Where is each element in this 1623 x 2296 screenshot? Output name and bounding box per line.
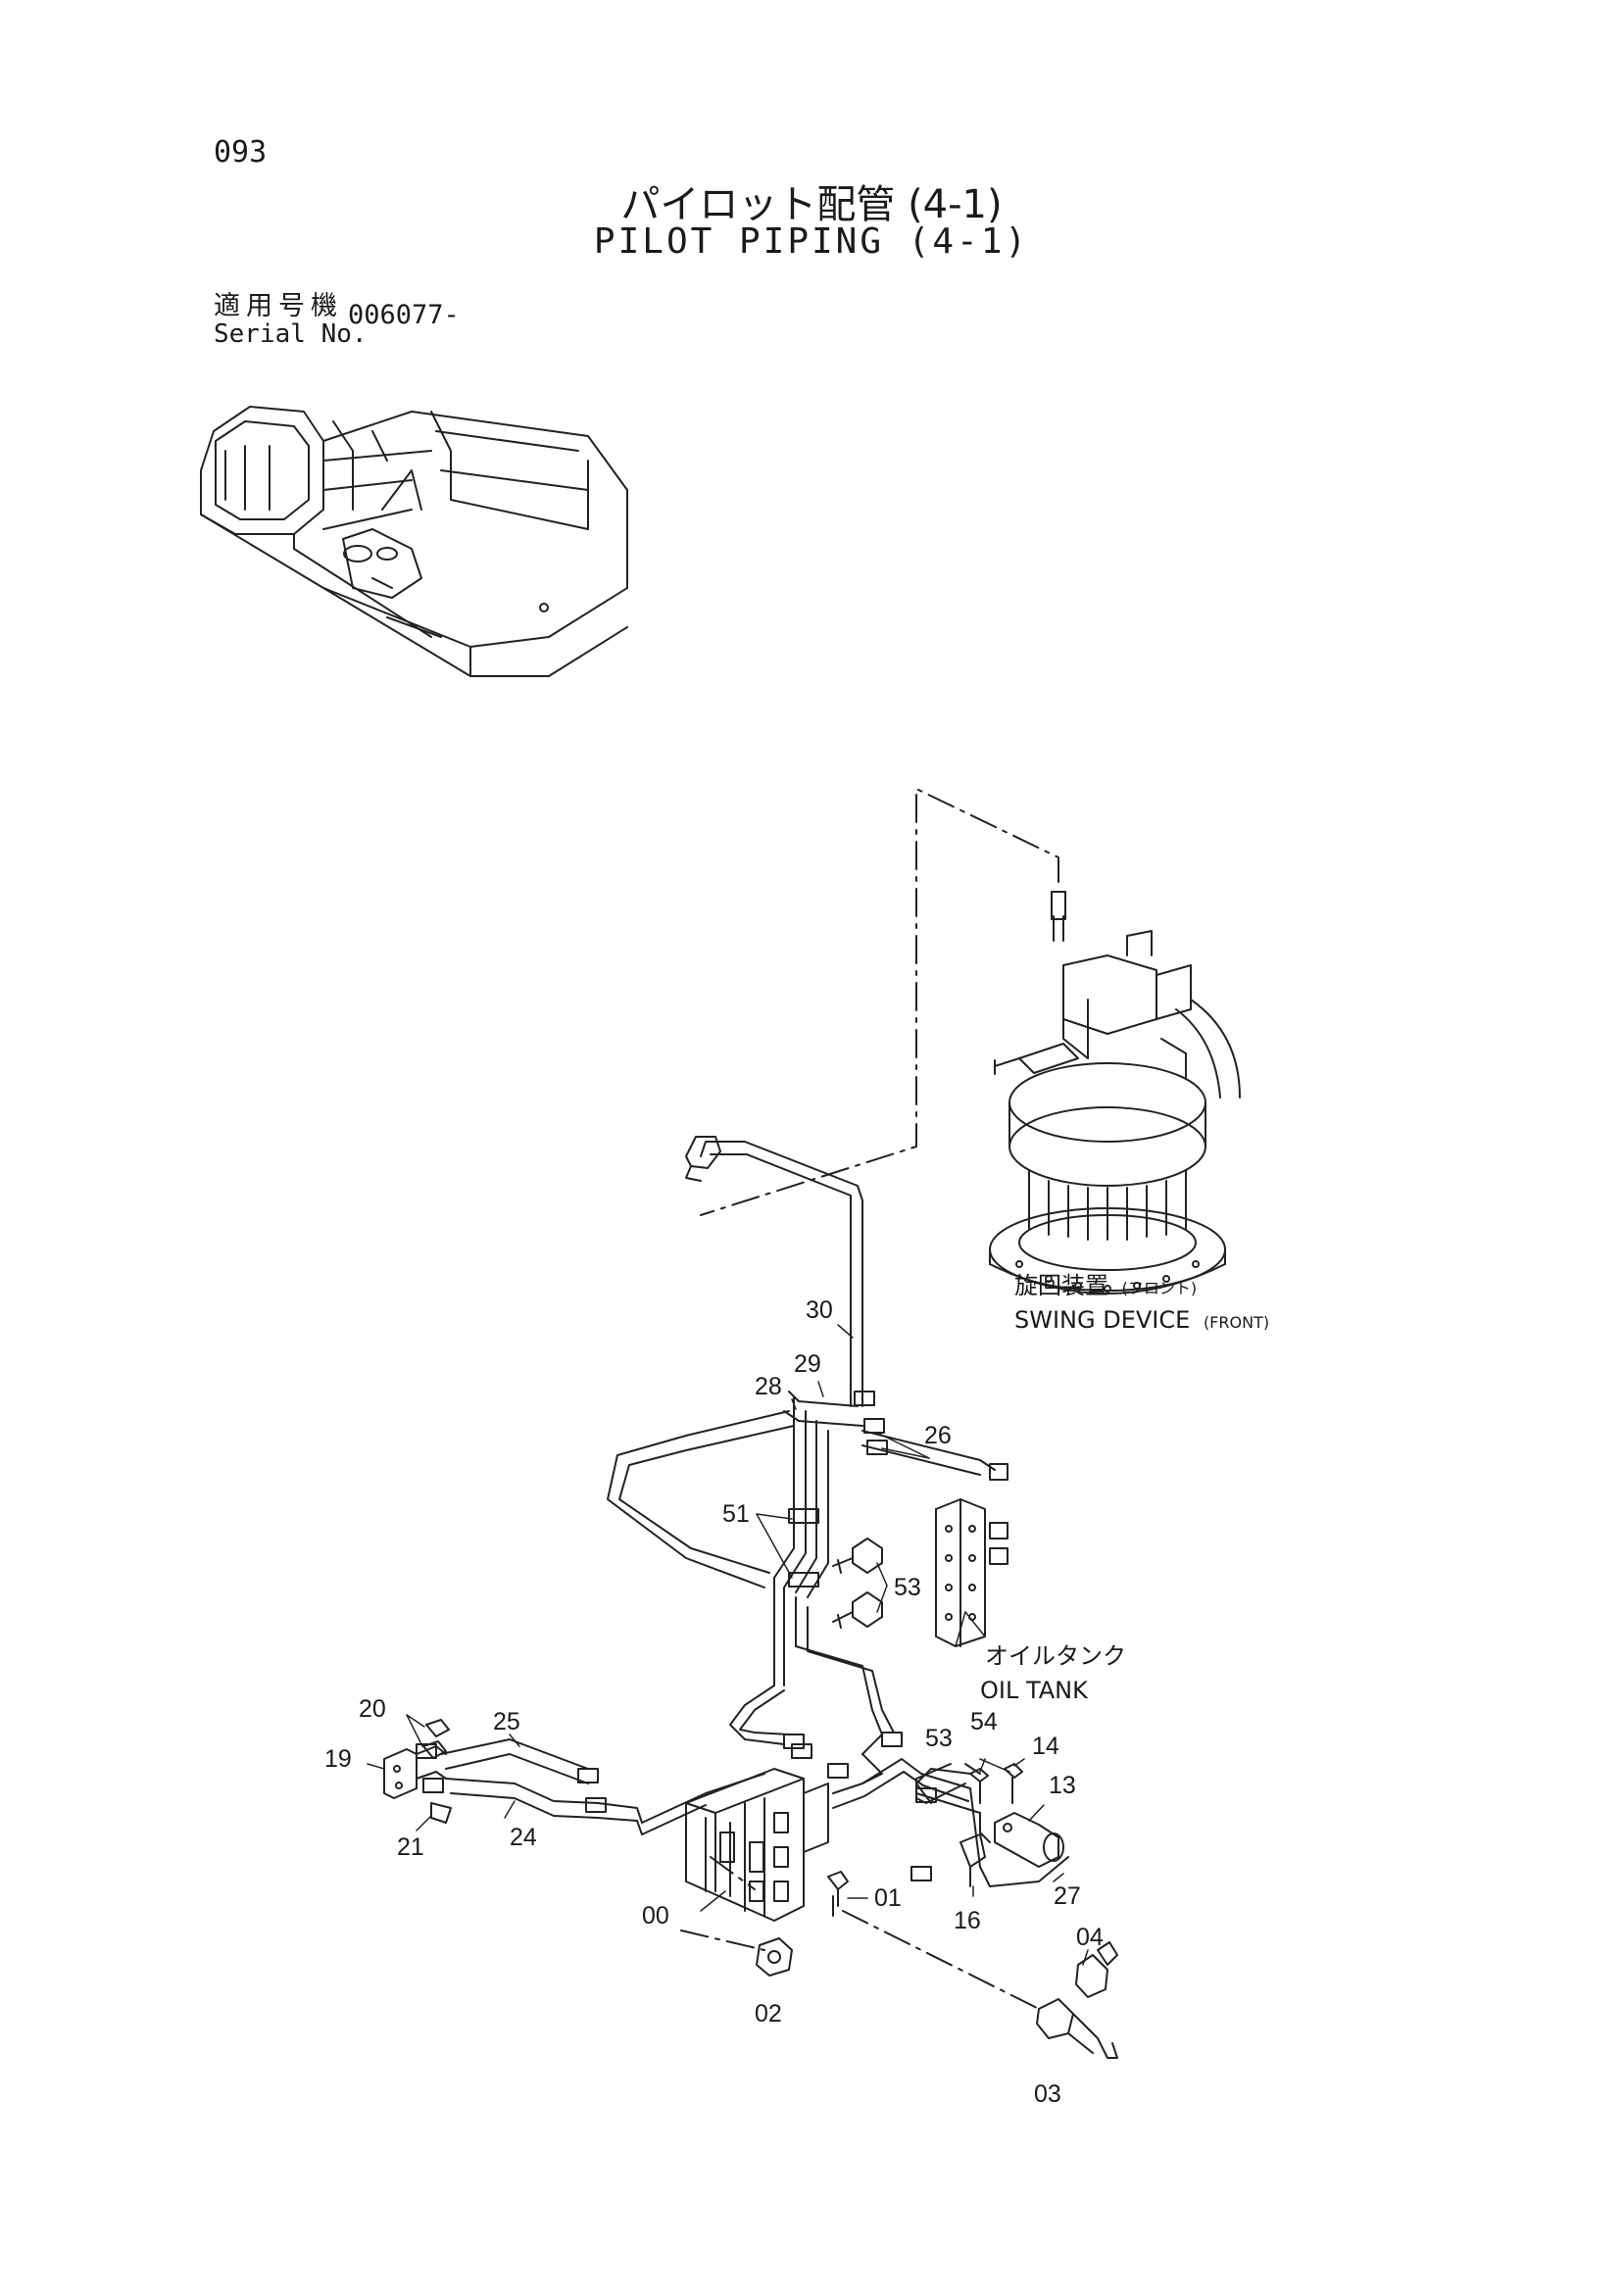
fitting-13 (994, 1812, 1064, 1868)
serial-number-value: 006077- (348, 300, 460, 330)
callout-51: 51 (722, 1500, 750, 1528)
bolts-53 (832, 1538, 883, 1629)
callout-03: 03 (1034, 2080, 1061, 2108)
diagram-annotations: 旋回装置 (フロント) SWING DEVICE (FRONT) オイルタンク … (980, 1272, 1269, 1704)
swing-device-label-en-sub: (FRONT) (1204, 1313, 1269, 1332)
fittings (416, 1136, 1008, 1881)
bolts-54-14 (969, 1763, 1023, 1804)
svg-text:旋回装置 (フロント): 旋回装置 (フロント) (1014, 1272, 1197, 1299)
page-title-en: PILOT PIPING (4-1) (593, 221, 1030, 262)
oil-tank-bracket (935, 1498, 986, 1647)
callout-01: 01 (874, 1884, 902, 1912)
oil-tank-label-jp: オイルタンク (985, 1642, 1126, 1670)
leader-lines (367, 1324, 1089, 1966)
svg-text:SWING DEVICE (FRONT): SWING DEVICE (FRONT) (1014, 1306, 1269, 1334)
callout-21: 21 (397, 1833, 424, 1861)
swing-device-label-jp-sub: (フロント) (1122, 1279, 1198, 1297)
swing-device-label-en: SWING DEVICE (1014, 1306, 1190, 1334)
callout-02: 02 (755, 2000, 782, 2027)
callout-24: 24 (510, 1824, 537, 1851)
serial-label-en: Serial No. (214, 319, 368, 349)
swing-device-label-jp: 旋回装置 (1014, 1272, 1108, 1299)
block-19 (383, 1719, 452, 1824)
callout-20: 20 (359, 1695, 386, 1723)
callout-14: 14 (1032, 1733, 1059, 1760)
callout-00: 00 (642, 1902, 669, 1930)
callout-labels: 30 29 28 26 51 53 20 25 19 21 24 53 54 1… (324, 1296, 1104, 2108)
callout-54: 54 (970, 1708, 998, 1735)
page-title-jp: パイロット配管 (4-1) (620, 182, 1003, 227)
swing-device (989, 891, 1241, 1295)
control-valve-block (685, 1768, 829, 1922)
callout-53a: 53 (894, 1574, 921, 1601)
serial-label-jp: 適用号機 (214, 291, 343, 321)
callout-04: 04 (1076, 1924, 1104, 1951)
callout-16: 16 (954, 1907, 981, 1934)
callout-30: 30 (806, 1296, 833, 1324)
callout-26: 26 (924, 1422, 952, 1449)
callout-13: 13 (1049, 1772, 1076, 1799)
page-number: 093 (214, 135, 268, 170)
callout-53b: 53 (925, 1725, 953, 1752)
fitting-02 (756, 1937, 793, 1977)
elbow-16 (959, 1833, 986, 1887)
callout-19: 19 (324, 1745, 352, 1773)
connection-lines (680, 788, 1059, 2010)
fittings-03-04 (1036, 1941, 1118, 2059)
bolt-01 (827, 1871, 849, 1907)
pipes (440, 1141, 1069, 1887)
callout-25: 25 (493, 1708, 520, 1735)
callout-28: 28 (755, 1373, 782, 1400)
oil-tank-label-en: OIL TANK (980, 1677, 1089, 1704)
callout-29: 29 (794, 1350, 821, 1378)
excavator-thumbnail (200, 406, 628, 677)
callout-27: 27 (1054, 1882, 1081, 1910)
